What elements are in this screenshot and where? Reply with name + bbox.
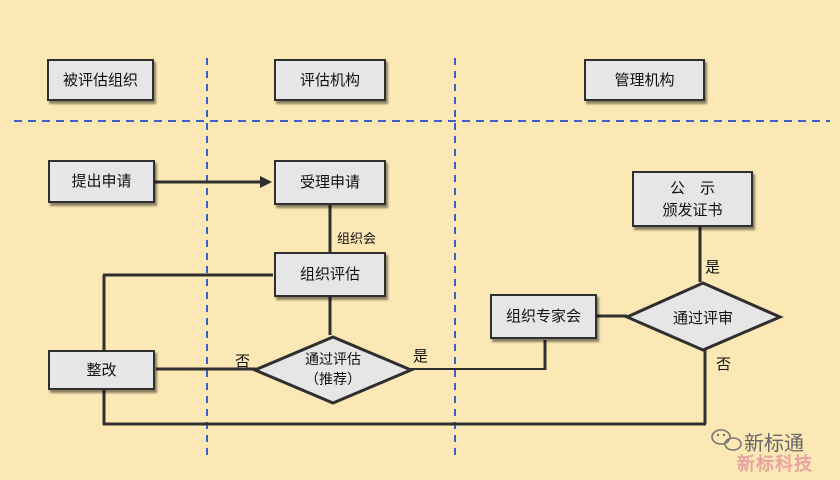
node-organize-expert-meeting: 组织专家会 <box>490 294 597 339</box>
node-rectify: 整改 <box>48 350 155 390</box>
watermark-brand: 新标通 <box>744 431 804 455</box>
node-accept-application: 受理申请 <box>274 160 386 205</box>
decision-pass-evaluation-shape <box>251 335 415 405</box>
decision-pass-review-shape <box>623 281 784 352</box>
edge-label-no-left: 否 <box>235 352 251 370</box>
node-organize-evaluation: 组织评估 <box>274 252 386 297</box>
wechat-icon <box>711 429 742 451</box>
decision-pass-evaluation-label: 通过评估 （推荐） <box>305 352 361 389</box>
edge-label-yes-right: 是 <box>705 258 721 276</box>
decision-pass-review-label: 通过评审 <box>672 309 733 327</box>
arrowhead-accept <box>260 176 272 188</box>
edge-label-no-right: 否 <box>716 355 732 373</box>
lane-header-evaluated-org: 被评估组织 <box>47 59 154 101</box>
lane-header-management-agency: 管理机构 <box>584 59 705 101</box>
lane-header-evaluation-agency: 评估机构 <box>274 59 386 101</box>
edge-label-yes-mid: 是 <box>413 347 429 365</box>
node-publicize-certificate: 公 示 颁发证书 <box>632 171 753 227</box>
watermark-company: 新标科技 <box>737 454 813 475</box>
edge-label-organize-meeting: 组织会 <box>337 232 377 247</box>
node-submit-application: 提出申请 <box>48 160 155 203</box>
